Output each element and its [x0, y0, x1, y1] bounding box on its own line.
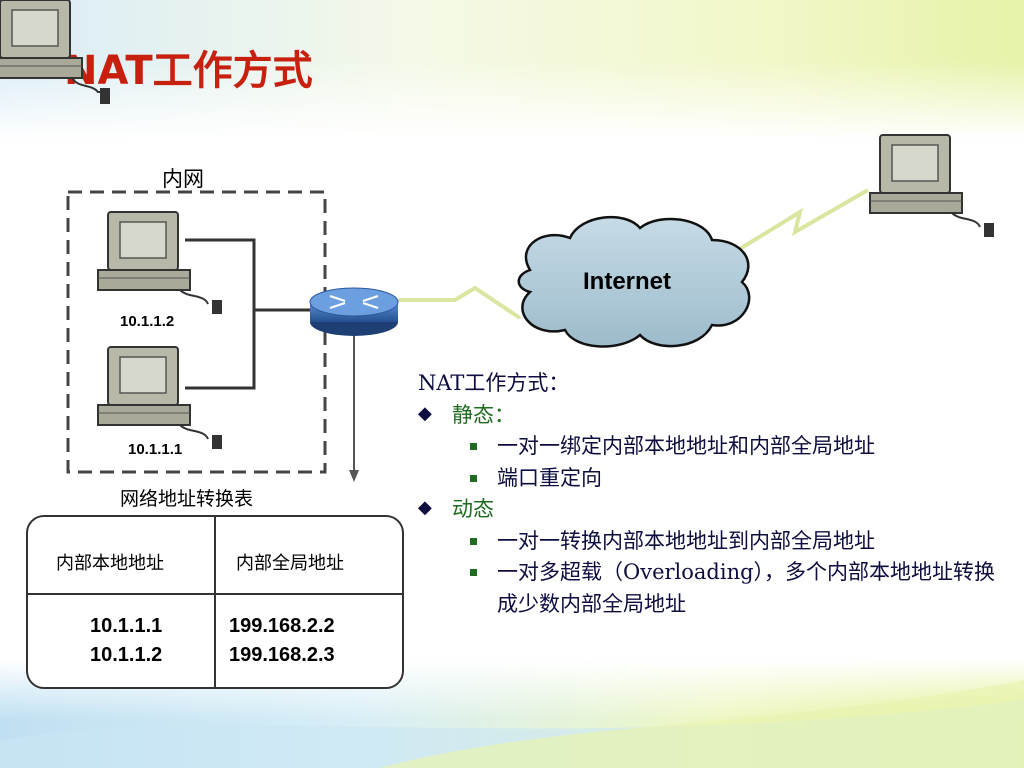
- static-item: 一对一绑定内部本地地址和内部全局地址: [497, 434, 875, 458]
- dynamic-label: 动态: [452, 497, 494, 521]
- desktop-computer-icon: [97, 211, 222, 314]
- diamond-bullet-icon: ◆: [418, 402, 432, 424]
- intranet-label: 内网: [162, 167, 204, 191]
- desktop-computer-icon: [0, 0, 110, 104]
- wan-link-router-cloud: [398, 285, 522, 320]
- table-cell: 10.1.1.2: [90, 644, 163, 666]
- square-bullet-icon: [470, 474, 477, 482]
- table-cell: 10.1.1.1: [90, 615, 163, 637]
- nat-notes: NAT工作方式： ◆ 静态： 一对一绑定内部本地地址和内部全局地址 端口重定向 …: [418, 368, 1018, 620]
- static-label: 静态：: [452, 402, 515, 427]
- cloud-label: Internet: [583, 268, 672, 295]
- table-header-divider: [28, 593, 402, 595]
- page-title: NAT工作方式: [64, 48, 313, 94]
- desktop-computer-icon: [869, 134, 994, 237]
- list-item: 一对多超载（Overloading），多个内部本地地址转换成少数内部全局地址: [418, 557, 1018, 620]
- square-bullet-icon: [470, 443, 477, 450]
- host-ip-label: 10.1.1.1: [128, 441, 183, 458]
- square-bullet-icon: [470, 537, 477, 545]
- table-header: 内部本地地址: [56, 553, 164, 574]
- router-icon: [309, 287, 399, 336]
- list-item: 一对一转换内部本地地址到内部全局地址: [418, 526, 1018, 558]
- host-ip-label: 10.1.1.2: [120, 313, 175, 330]
- list-item: ◆ 静态：: [418, 400, 1018, 432]
- cloud-icon: [517, 215, 751, 348]
- list-item: ◆ 动态: [418, 494, 1018, 526]
- list-item: 一对一绑定内部本地地址和内部全局地址: [418, 431, 1018, 463]
- square-bullet-icon: [470, 569, 477, 576]
- dynamic-item: 一对多超载（Overloading），多个内部本地地址转换成少数内部全局地址: [497, 560, 996, 616]
- table-column-divider: [214, 517, 216, 687]
- table-cell: 199.168.2.3: [229, 644, 335, 666]
- table-caption: 网络地址转换表: [120, 488, 254, 510]
- notes-heading: NAT工作方式：: [418, 371, 570, 395]
- table-cell: 199.168.2.2: [229, 615, 335, 637]
- static-item: 端口重定向: [497, 465, 602, 490]
- wan-link-cloud-pc: [736, 188, 869, 252]
- down-arrow: [349, 335, 359, 482]
- desktop-computer-icon: [97, 346, 222, 449]
- diamond-bullet-icon: ◆: [418, 497, 432, 518]
- lan-wires: [185, 238, 312, 390]
- list-item: 端口重定向: [418, 463, 1018, 495]
- dynamic-item: 一对一转换内部本地地址到内部全局地址: [497, 528, 875, 553]
- table-header: 内部全局地址: [236, 553, 344, 574]
- nat-table: 内部本地地址 内部全局地址 10.1.1.1 10.1.1.2 199.168.…: [26, 515, 404, 689]
